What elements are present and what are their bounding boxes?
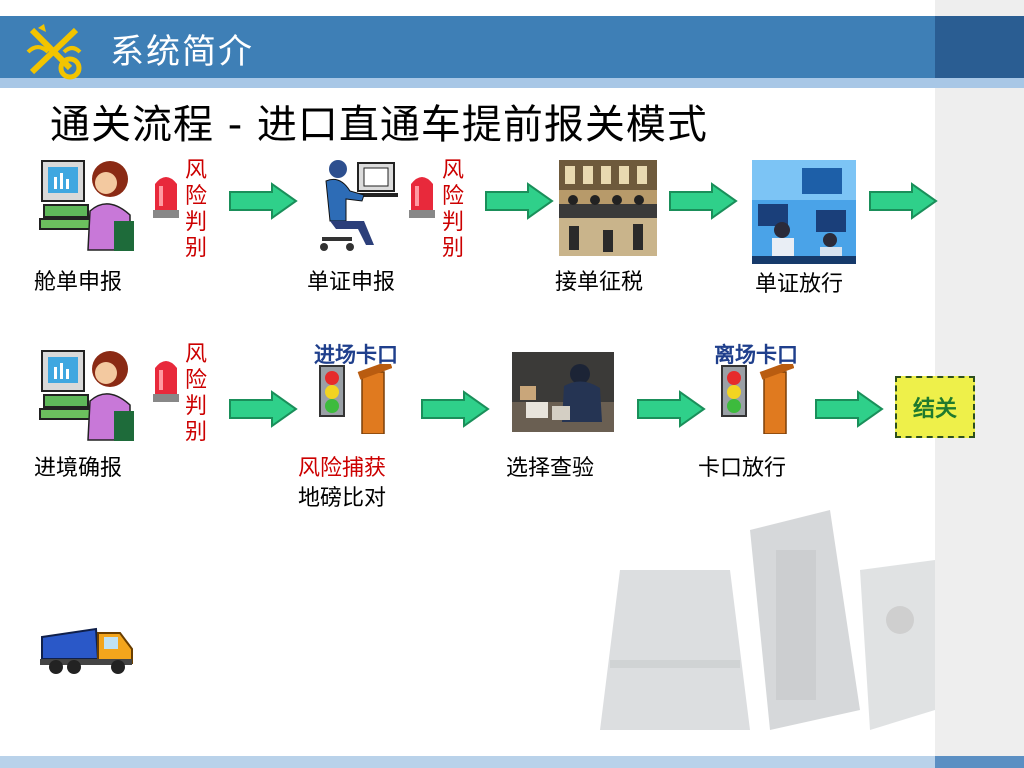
inspection-photo bbox=[512, 352, 614, 432]
flow-arrow bbox=[636, 390, 706, 428]
alarm-light-icon bbox=[151, 358, 181, 404]
gate-barrier-icon bbox=[318, 364, 392, 434]
computer-operator-icon bbox=[38, 155, 138, 255]
footer-bar bbox=[0, 756, 935, 768]
footer-bar-right bbox=[935, 756, 1024, 768]
customs-hall-photo bbox=[559, 160, 657, 256]
customs-clearance-end-box: 结关 bbox=[895, 376, 975, 438]
risk-capture-label: 风险捕获 bbox=[298, 450, 386, 482]
header-bar-right bbox=[935, 16, 1024, 78]
customs-emblem-icon bbox=[24, 22, 86, 80]
step-label: 单证放行 bbox=[755, 266, 843, 298]
flow-arrow bbox=[228, 390, 298, 428]
control-room-photo bbox=[752, 160, 856, 264]
flow-arrow bbox=[868, 182, 938, 220]
flow-arrow bbox=[420, 390, 490, 428]
flow-arrow bbox=[484, 182, 554, 220]
header-title: 系统简介 bbox=[110, 24, 254, 73]
gate-barrier-icon bbox=[720, 364, 794, 434]
end-label: 结关 bbox=[913, 391, 957, 423]
risk-judgement-label: 风险判别 bbox=[183, 158, 209, 262]
step-label: 地磅比对 bbox=[298, 480, 386, 512]
seated-operator-icon bbox=[312, 155, 402, 255]
header-underline bbox=[0, 78, 1024, 88]
flow-arrow bbox=[668, 182, 738, 220]
flow-arrow bbox=[814, 390, 884, 428]
step-label: 进境确报 bbox=[34, 450, 122, 482]
step-label: 舱单申报 bbox=[34, 264, 122, 296]
flow-arrow bbox=[228, 182, 298, 220]
step-label: 单证申报 bbox=[307, 264, 395, 296]
computer-operator-icon bbox=[38, 345, 138, 445]
background-building-image bbox=[600, 510, 935, 740]
step-label: 卡口放行 bbox=[698, 450, 786, 482]
page-title: 通关流程 - 进口直通车提前报关模式 bbox=[50, 92, 708, 150]
alarm-light-icon bbox=[407, 174, 437, 220]
risk-judgement-label: 风险判别 bbox=[440, 158, 466, 262]
step-label: 接单征税 bbox=[555, 264, 643, 296]
step-label: 选择查验 bbox=[506, 450, 594, 482]
risk-judgement-label: 风险判别 bbox=[183, 342, 209, 446]
alarm-light-icon bbox=[151, 174, 181, 220]
truck-icon bbox=[38, 615, 136, 677]
